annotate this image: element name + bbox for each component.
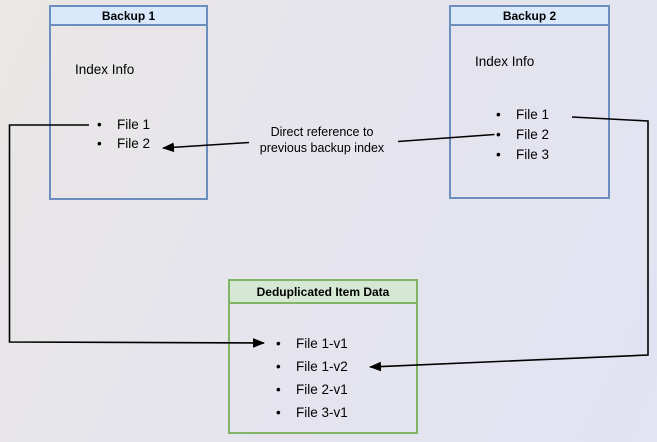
dedup-file-2v1: File 2-v1 — [296, 382, 348, 397]
list-item: • File 2 — [97, 134, 150, 153]
bullet-icon: • — [97, 117, 102, 132]
dedup-file-3v1: File 3-v1 — [296, 405, 348, 420]
backup1-file-list: • File 1 • File 2 — [97, 115, 150, 153]
list-item: • File 3 — [496, 145, 549, 165]
bullet-icon: • — [276, 359, 281, 374]
bullet-icon: • — [496, 127, 501, 142]
direct-reference-annotation: Direct reference to previous backup inde… — [242, 125, 402, 156]
backup1-box: Backup 1 — [49, 5, 208, 200]
dedup-file-1v1: File 1-v1 — [296, 336, 348, 351]
list-item: • File 1-v1 — [276, 332, 348, 355]
list-item: • File 1-v2 — [276, 355, 348, 378]
bullet-icon: • — [276, 382, 281, 397]
backup1-index-info-label: Index Info — [75, 62, 135, 77]
backup2-file-3: File 3 — [516, 147, 550, 162]
bullet-icon: • — [276, 336, 281, 351]
dedup-file-1v2: File 1-v2 — [296, 359, 348, 374]
list-item: • File 2-v1 — [276, 378, 348, 401]
list-item: • File 1 — [97, 115, 150, 134]
annotation-line-2: previous backup index — [259, 140, 385, 155]
dedup-file-list: • File 1-v1 • File 1-v2 • File 2-v1 • File 3… — [276, 332, 348, 424]
dedup-box: Deduplicated Item Data — [228, 279, 418, 434]
backup2-title: Backup 2 — [451, 7, 608, 26]
backup1-title: Backup 1 — [51, 7, 206, 26]
bullet-icon: • — [496, 147, 501, 162]
dedup-title: Deduplicated Item Data — [230, 281, 416, 304]
backup2-index-info-label: Index Info — [475, 54, 535, 69]
list-item: • File 3-v1 — [276, 401, 348, 424]
bullet-icon: • — [276, 405, 281, 420]
backup1-file-2: File 2 — [117, 136, 151, 151]
backup2-file-2: File 2 — [516, 127, 550, 142]
backup2-file-list: • File 1 • File 2 • File 3 — [496, 105, 549, 165]
backup2-file-1: File 1 — [516, 107, 550, 122]
backup1-file-1: File 1 — [117, 117, 151, 132]
list-item: • File 2 — [496, 125, 549, 145]
backup2-box: Backup 2 — [449, 5, 610, 199]
annotation-line-1: Direct reference to — [270, 125, 374, 139]
bullet-icon: • — [496, 107, 501, 122]
bullet-icon: • — [97, 136, 102, 151]
list-item: • File 1 — [496, 105, 549, 125]
